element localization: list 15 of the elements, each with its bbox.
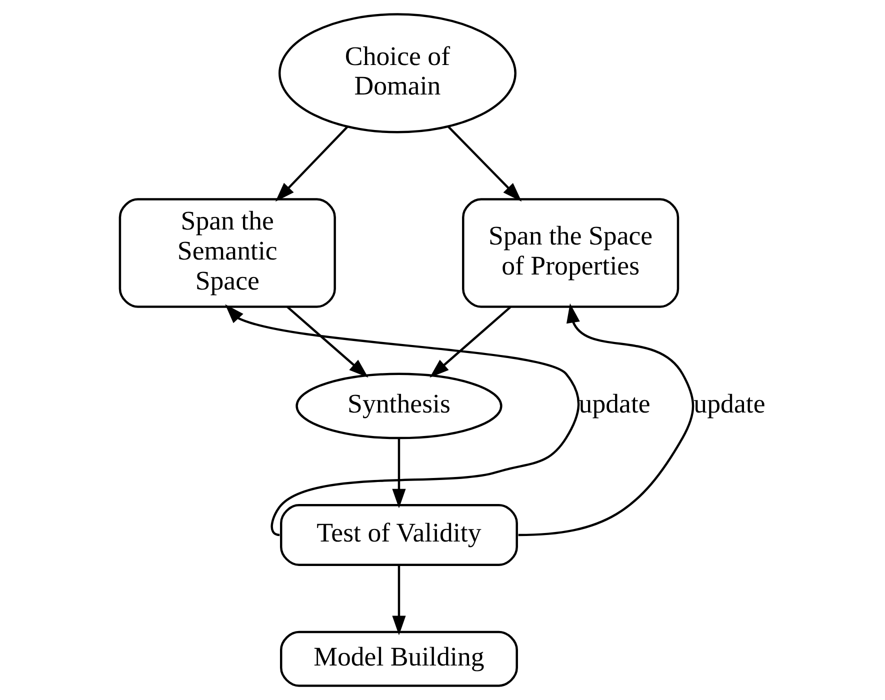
arrow: [392, 438, 406, 508]
node-ellipse: Choice of Domain: [278, 13, 516, 134]
node-box: Span the Semantic Space: [118, 198, 336, 308]
arrow: [286, 306, 368, 378]
arrow: [274, 126, 348, 202]
node-ellipse: Synthesis: [295, 372, 502, 440]
arrow: [429, 306, 511, 378]
edge-label: update: [578, 388, 650, 419]
node-box: Test of Validity: [280, 504, 518, 566]
arrow: [518, 303, 694, 536]
node-box: Model Building: [280, 630, 518, 687]
edge-label: update: [693, 388, 765, 419]
node-box: Span the Space of Properties: [462, 198, 679, 308]
arrow: [392, 565, 406, 636]
arrow: [447, 126, 522, 202]
